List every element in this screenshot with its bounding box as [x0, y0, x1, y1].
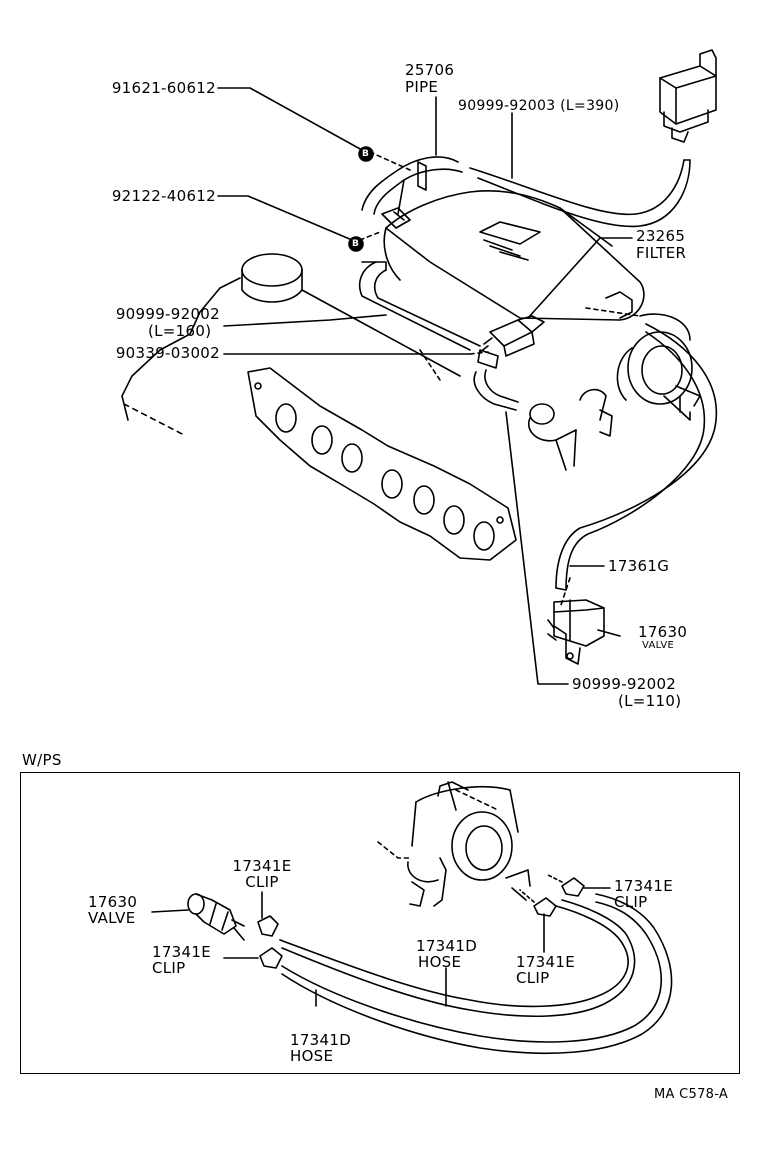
diagram-code: MA C578-A	[654, 1087, 729, 1102]
label-90999-92003: 90999-92003 (L=390)	[458, 98, 620, 114]
sensor-body	[529, 404, 576, 470]
filter-23265	[480, 316, 544, 356]
dashed-guides	[360, 152, 640, 608]
label-clip4-num: 17341E	[614, 877, 673, 895]
label-valve: VALVE	[642, 640, 675, 651]
label-len110: (L=110)	[618, 692, 682, 710]
intake-plenum	[384, 191, 644, 320]
air-valve	[580, 390, 612, 436]
label-clip2-txt: CLIP	[152, 959, 186, 977]
label-17361g: 17361G	[608, 557, 670, 575]
hose-l160	[360, 262, 480, 350]
label-clip3-num: 17341E	[516, 953, 575, 971]
hose-17341d-lower	[282, 894, 672, 1053]
clip-17341e-upper-left	[258, 916, 278, 936]
label-90999-92002-b: 90999-92002	[572, 675, 677, 693]
label-filter: FILTER	[636, 244, 687, 262]
manifold-gasket	[248, 368, 516, 560]
clip-17341e-lower-left	[260, 948, 282, 968]
leader-lines-bottom	[152, 888, 610, 1006]
leader-lines	[218, 88, 632, 684]
label-91621-60612: 91621-60612	[111, 79, 216, 97]
label-pipe: PIPE	[405, 78, 439, 96]
hose-17341d-upper	[280, 900, 635, 1016]
vsv-top-right	[660, 50, 716, 142]
label-valve-txt: VALVE	[88, 909, 136, 927]
label-clip1-num: 17341E	[232, 857, 292, 875]
cylinder-head-outline	[122, 278, 240, 436]
label-clip2-num: 17341E	[152, 943, 211, 961]
ps-valve-17630	[188, 894, 244, 940]
bolt-marker-bottom	[349, 237, 363, 251]
label-valve-num: 17630	[88, 893, 138, 911]
label-hose1-txt: HOSE	[418, 953, 462, 971]
label-92122-40612: 92122-40612	[111, 187, 216, 205]
label-hose1-num: 17341D	[416, 937, 478, 955]
hose-l390	[470, 160, 690, 226]
label-17630: 17630	[638, 623, 688, 641]
label-clip4-txt: CLIP	[614, 893, 648, 911]
hose-l110	[474, 350, 518, 410]
label-90339-03002: 90339-03002	[115, 344, 220, 362]
vsv-17630	[548, 600, 604, 664]
throttle-body	[606, 292, 700, 420]
label-25706: 25706	[405, 61, 455, 79]
label-90999-92002-a: 90999-92002	[115, 305, 220, 323]
pipe-25706	[362, 157, 462, 228]
bolt-marker-top	[359, 147, 373, 161]
label-clip3-txt: CLIP	[516, 969, 550, 987]
bolt-mark-bottom: B	[352, 239, 360, 249]
wps-section-frame	[20, 772, 740, 1074]
oil-filler-cap	[242, 254, 460, 376]
hose-17361g	[556, 324, 716, 590]
clip-17341e-mid	[520, 890, 556, 916]
label-23265: 23265	[636, 227, 686, 245]
throttle-body-wps	[378, 782, 530, 906]
label-len160: (L=160)	[148, 322, 212, 340]
bolt-mark-top: B	[362, 149, 370, 159]
label-hose2-txt: HOSE	[290, 1047, 334, 1065]
clip-17341e-right	[546, 874, 584, 896]
section-label-wps: W/PS	[22, 751, 62, 769]
label-clip1-txt: CLIP	[245, 873, 279, 891]
label-hose2-num: 17341D	[290, 1031, 352, 1049]
